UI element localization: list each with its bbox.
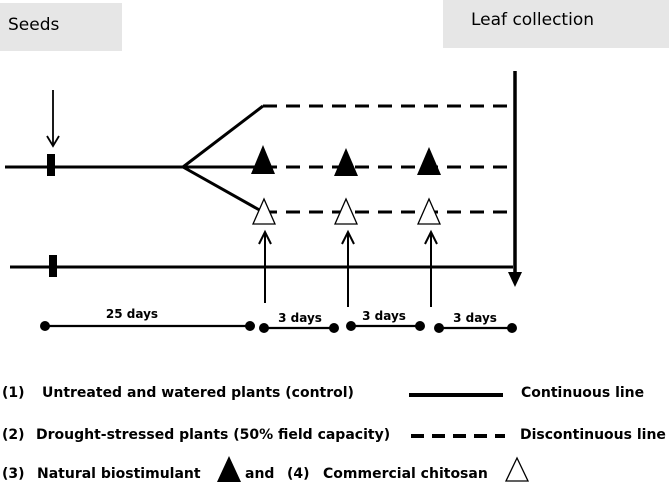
legend-text-3: Natural biostimulant [37, 466, 201, 482]
biostimulant-triangle-1 [251, 145, 275, 174]
chitosan-triangle-3 [417, 197, 441, 225]
legend-text-1: Untreated and watered plants (control) [42, 385, 354, 401]
legend-line-label-1: Continuous line [521, 385, 645, 401]
chitosan-triangle-1 [252, 197, 276, 225]
legend-text-2: Drought-stressed plants (50% field capac… [36, 427, 391, 443]
branch-down-line [182, 165, 264, 214]
interval-3-days-a: 3 days [259, 311, 339, 333]
biostimulant-triangle-2 [334, 148, 358, 176]
legend-number-3: (3) [2, 466, 25, 482]
legend-number-1: (1) [2, 385, 25, 401]
sowing-mark-bottom [49, 255, 57, 277]
seeds-label: Seeds [8, 15, 60, 35]
biostimulant-triangle-3 [417, 147, 441, 175]
treatment-arrow-2 [341, 229, 355, 307]
legend-number-4: (4) [287, 466, 310, 482]
chitosan-triangle-2 [334, 197, 358, 225]
treatment-arrow-1 [258, 229, 272, 303]
interval-label-2: 3 days [278, 311, 322, 325]
interval-25-days: 25 days [40, 307, 255, 331]
legend-filled-triangle-icon [217, 456, 241, 482]
legend-joiner: and [245, 466, 275, 482]
leaf-collection-label: Leaf collection [471, 10, 595, 30]
seeds-box: Seeds [0, 3, 122, 51]
leaf-collection-box: Leaf collection [443, 0, 669, 48]
sowing-arrow [46, 90, 60, 148]
treatment-arrow-3 [424, 229, 438, 307]
interval-3-days-c: 3 days [434, 311, 517, 333]
interval-label-1: 25 days [106, 307, 158, 321]
legend-hollow-triangle-icon [504, 456, 530, 482]
interval-label-3: 3 days [362, 309, 406, 323]
legend-number-2: (2) [2, 427, 25, 443]
legend-line-label-2: Discontinuous line [520, 427, 666, 443]
sowing-mark-top [47, 154, 55, 176]
interval-label-4: 3 days [453, 311, 497, 325]
branch-up-line [182, 104, 264, 169]
leaf-collection-arrow [508, 71, 522, 287]
interval-3-days-b: 3 days [346, 309, 425, 331]
legend-text-4: Commercial chitosan [323, 466, 488, 482]
